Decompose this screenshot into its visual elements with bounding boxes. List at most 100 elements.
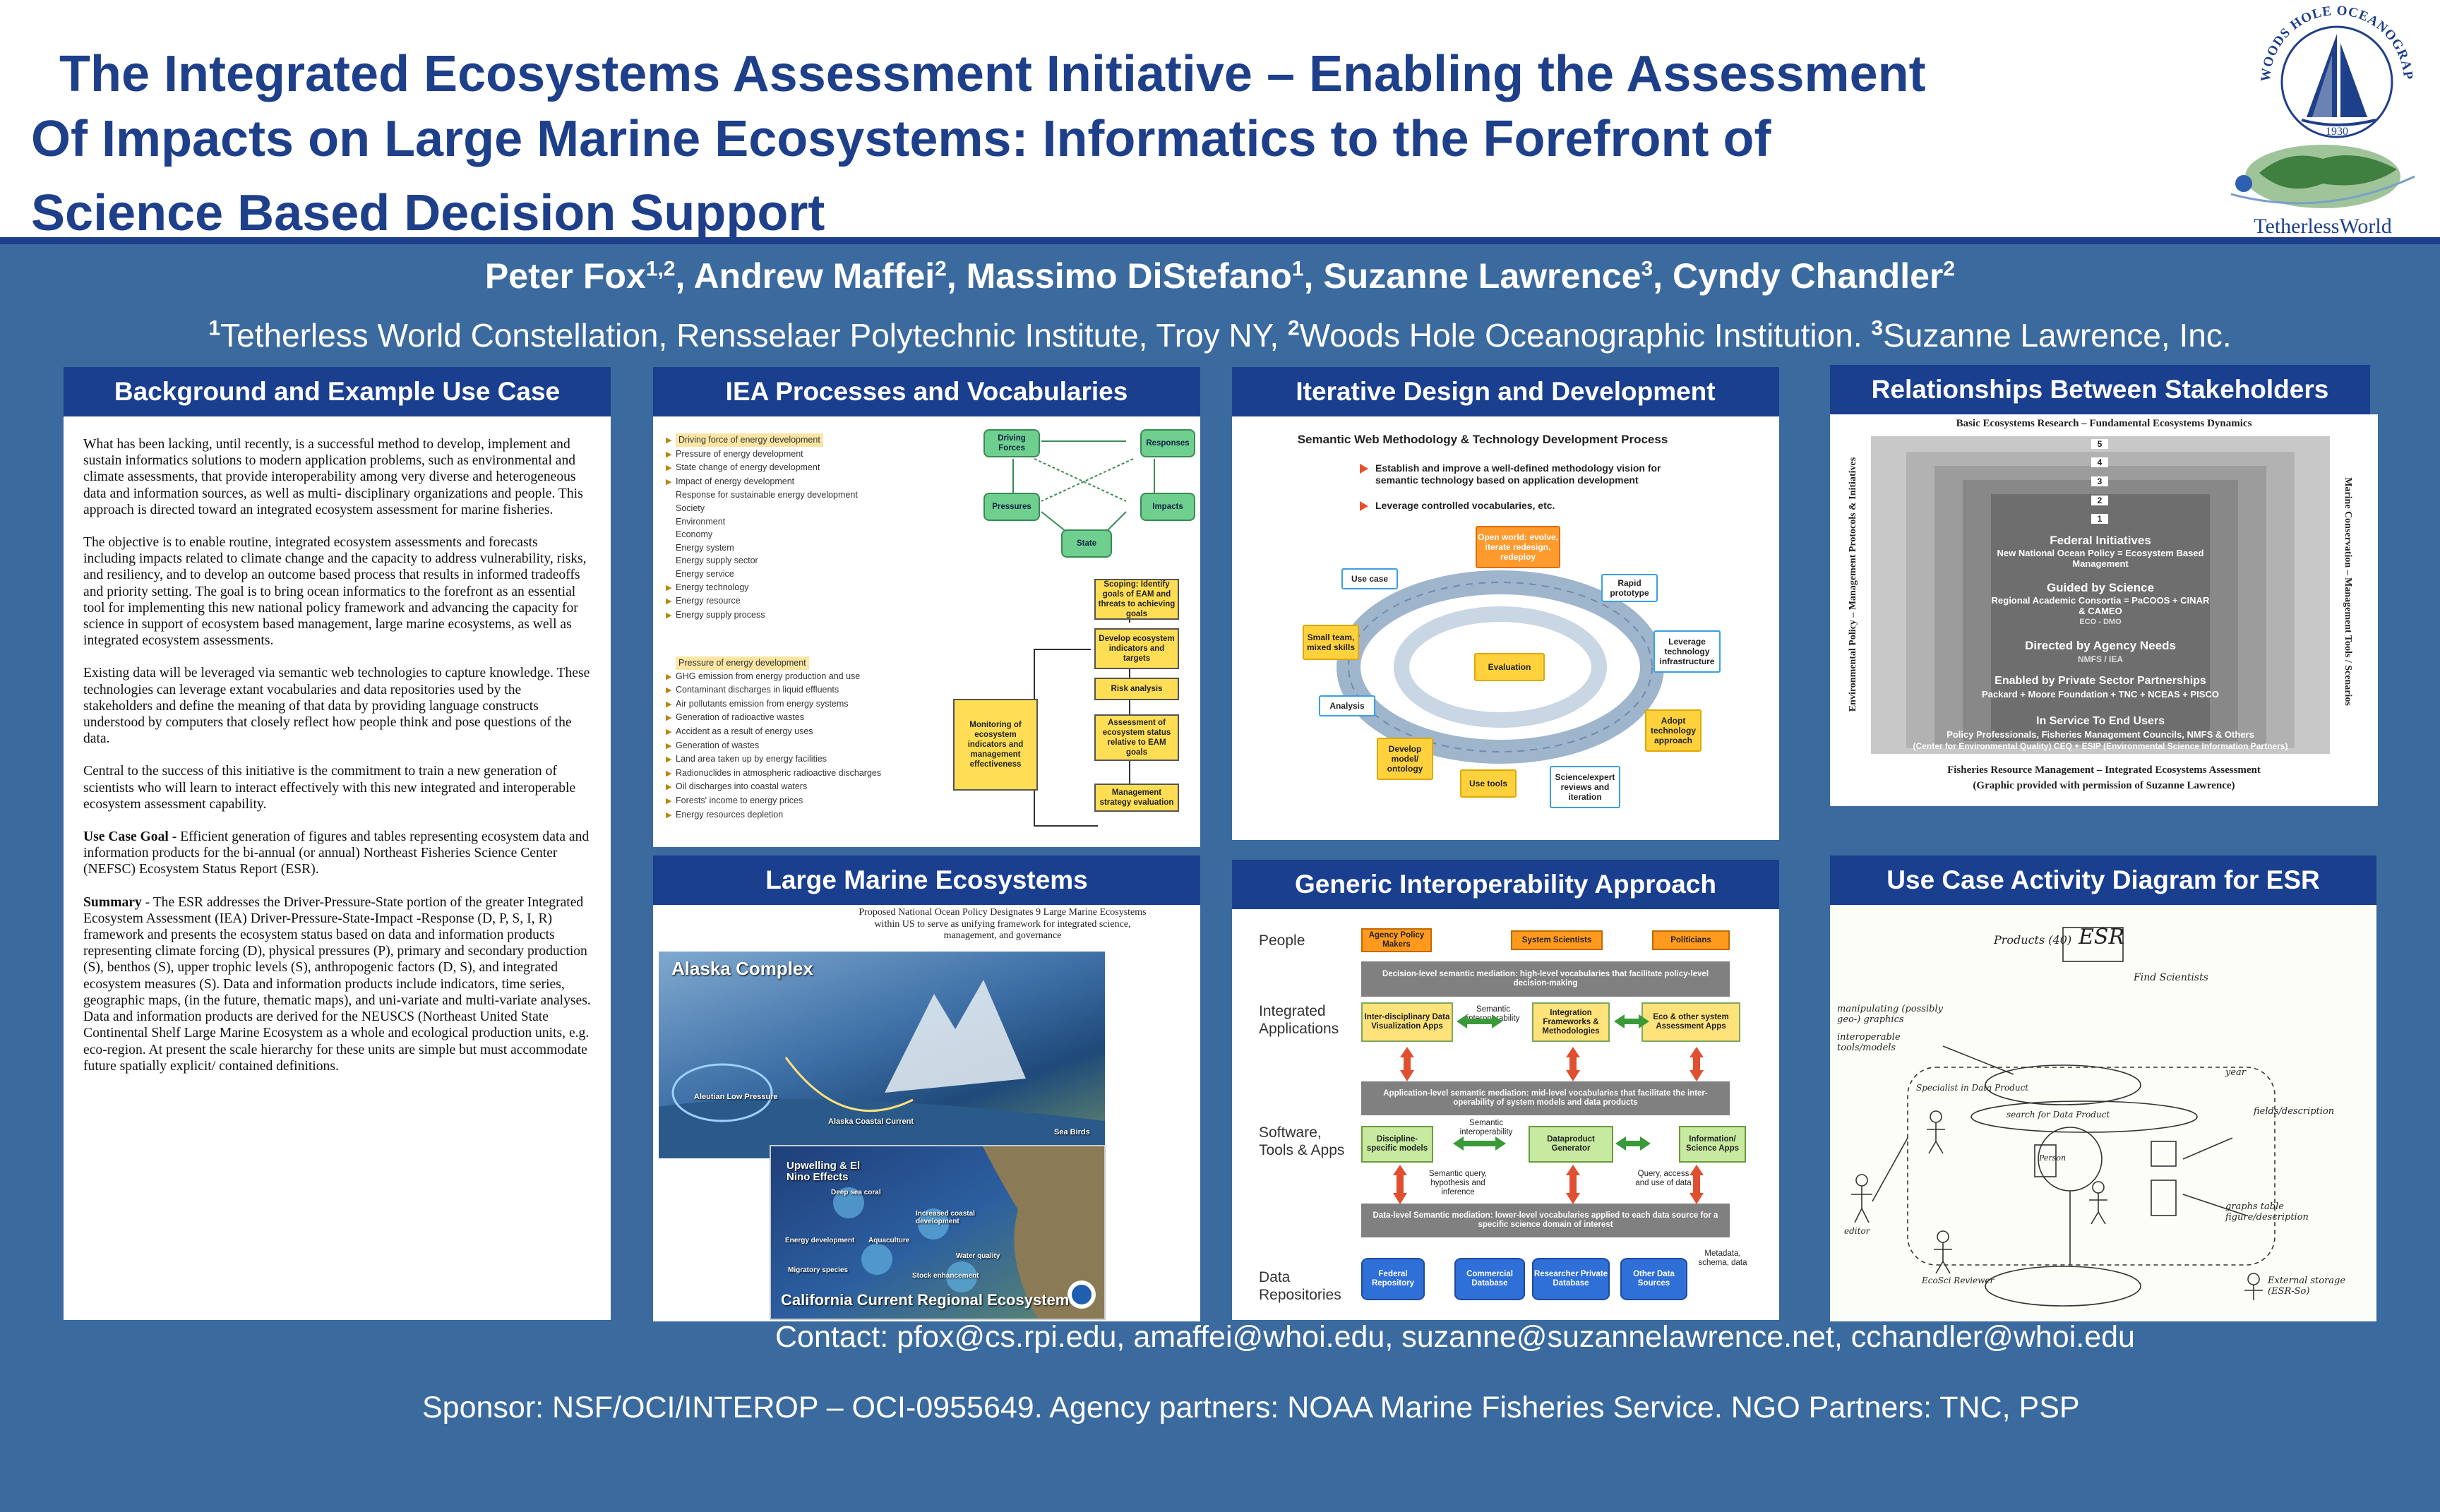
- vocab-list-1: ▶Driving force of energy development ▶Pr…: [666, 433, 858, 620]
- interop-sem-query: Semantic query, hypothesis and inference: [1428, 1170, 1488, 1196]
- usecase-search: search for Data Product: [2007, 1110, 2110, 1120]
- bg-paragraph-1: What has been lacking, until recently, i…: [83, 437, 583, 517]
- bg-paragraph-usecase: Use Case Goal - Efficient generation of …: [83, 829, 590, 877]
- interop-decision-bar: Decision-level semantic mediation: high-…: [1361, 961, 1730, 997]
- california-current-image: Upwelling & El Nino Effects Deep sea cor…: [770, 1145, 1106, 1320]
- lme-caption: Proposed National Ocean Policy Designate…: [859, 907, 1147, 941]
- interop-politicians: Politicians: [1652, 930, 1730, 950]
- flow-scoping: Scoping: Identify goals of EAM and threa…: [1094, 579, 1179, 620]
- stake-l5-sub: Policy Professionals, Fisheries Manageme…: [1946, 729, 2254, 740]
- flow-monitor: Monitoring of ecosystem indicators and m…: [953, 699, 1038, 791]
- whoi-year: 1930: [2326, 126, 2348, 138]
- interop-arrows: [1393, 1014, 1704, 1204]
- stake-l1-sub: New National Ocean Policy = Ecosystem Ba…: [1997, 548, 2204, 569]
- california-label: California Current Regional Ecosystem: [781, 1291, 1070, 1309]
- tw-name: TetherlessWorld: [2254, 215, 2391, 238]
- interop-data-level-bar: Data-level Semantic mediation: lower-lev…: [1361, 1204, 1730, 1237]
- stake-left-vertical: Environmental Policy – Management Protoc…: [1848, 457, 1858, 712]
- interop-tool-info: Information/ Science Apps: [1679, 1126, 1746, 1163]
- stake-num-2: 2: [2091, 496, 2108, 505]
- usecase-sketch: [1851, 927, 2275, 1307]
- interop-scientists: System Scientists: [1511, 930, 1603, 950]
- dpsir-driving: Driving Forces: [983, 429, 1040, 457]
- upwelling-label: Upwelling & El Nino Effects: [787, 1160, 861, 1183]
- iter-rapid: Rapid prototype: [1601, 574, 1658, 602]
- panel-header-usecase: Use Case Activity Diagram for ESR: [1830, 856, 2376, 905]
- bg-paragraph-4: Central to the success of this initiativ…: [83, 764, 576, 812]
- flow-develop: Develop ecosystem indicators and targets: [1094, 628, 1179, 669]
- lme-label-coastal-dev: Increased coastal development: [916, 1210, 975, 1225]
- bg-paragraph-2: The objective is to enable routine, inte…: [83, 535, 587, 649]
- title-line-2: Of Impacts on Large Marine Ecosystems: I…: [31, 111, 1771, 167]
- lme-label-energy: Energy development: [785, 1237, 855, 1244]
- stake-num-5: 5: [2091, 439, 2108, 449]
- row-label-data: Data Repositories: [1259, 1269, 1341, 1303]
- stake-right-vertical: Marine Conservation – Management Tools /…: [2343, 477, 2353, 706]
- iterative-title: Semantic Web Methodology & Technology De…: [1297, 433, 1668, 446]
- stake-num-1: 1: [2091, 514, 2108, 524]
- row-label-integrated: Integrated Applications: [1259, 1003, 1339, 1037]
- tetherless-world-logo: TetherlessWorld: [2217, 134, 2429, 240]
- row-label-software: Software, Tools & Apps: [1259, 1124, 1345, 1158]
- dpsir-impacts: Impacts: [1140, 493, 1195, 521]
- stake-l4-sub: Packard + Moore Foundation + TNC + NCEAS…: [1982, 689, 2219, 700]
- interop-tool-dataproduct: Dataproduct Generator: [1529, 1126, 1613, 1163]
- usecase-person: Person: [2039, 1153, 2067, 1163]
- iter-use-case: Use case: [1341, 568, 1398, 589]
- flow-mgmt: Management strategy evaluation: [1094, 784, 1179, 812]
- lme-label-migratory: Migratory species: [788, 1266, 849, 1274]
- alaska-complex-image: Alaska Complex Aleutian Low Pressure Ala…: [659, 952, 1105, 1158]
- panel-usecase: ESR Products (40) Find Scientists manipu…: [1830, 905, 2376, 1321]
- interop-metadata: Metadata, schema, data: [1698, 1249, 1747, 1267]
- iter-adopt: Adopt technology approach: [1645, 709, 1702, 752]
- iter-analysis: Analysis: [1319, 695, 1375, 716]
- iter-leverage: Leverage technology infrastructure: [1653, 630, 1721, 673]
- iterative-bullet-2: Leverage controlled vocabularies, etc.: [1360, 500, 1686, 512]
- stake-l5-sub2: (Center for Environmental Quality) CEQ +…: [1913, 741, 2288, 751]
- panel-header-iterative: Iterative Design and Development: [1232, 367, 1779, 416]
- stake-l5-title: In Service To End Users: [2036, 715, 2165, 727]
- interop-app-eco: Eco & other system Assessment Apps: [1641, 1002, 1740, 1042]
- panel-header-background: Background and Example Use Case: [64, 367, 611, 416]
- lme-label-stock: Stock enhancement: [912, 1272, 979, 1280]
- dpsir-pressures: Pressures: [983, 493, 1040, 521]
- iter-use-tools: Use tools: [1460, 769, 1517, 798]
- affiliations-line: 1Tetherless World Constellation, Renssel…: [208, 316, 2232, 354]
- usecase-external: External storage (ESR-So): [2268, 1276, 2346, 1297]
- usecase-specialist: Specialist in Data Product: [1916, 1083, 2029, 1093]
- title-line-3: Science Based Decision Support: [31, 185, 825, 241]
- interop-query: Query, access and use of data: [1635, 1170, 1692, 1187]
- interop-db-federal: Federal Repository: [1361, 1258, 1425, 1300]
- stake-l3-sub: NMFS / IEA: [2077, 654, 2123, 664]
- stake-num-4: 4: [2091, 457, 2108, 467]
- flow-risk: Risk analysis: [1094, 678, 1179, 700]
- interop-app-vis: Inter-disciplinary Data Visualization Ap…: [1361, 1002, 1453, 1042]
- stake-credit: (Graphic provided with permission of Suz…: [1973, 780, 2235, 791]
- iter-develop-ontology: Develop model/ ontology: [1377, 738, 1433, 780]
- usecase-graphs: graphs table figure/description: [2225, 1201, 2309, 1223]
- iter-evaluation: Evaluation: [1474, 653, 1545, 681]
- iterative-bullet-1: Establish and improve a well-defined met…: [1360, 462, 1686, 486]
- panel-iea: ▶Driving force of energy development ▶Pr…: [653, 416, 1200, 847]
- iter-small-team: Small team, mixed skills: [1303, 625, 1359, 660]
- panel-header-interop: Generic Interoperability Approach: [1232, 860, 1779, 909]
- sponsor-line: Sponsor: NSF/OCI/INTEROP – OCI-0955649. …: [422, 1391, 2080, 1424]
- lme-label-aleutian: Aleutian Low Pressure: [694, 1093, 778, 1101]
- panel-header-stakeholders: Relationships Between Stakeholders: [1830, 365, 2370, 414]
- stake-l2-title: Guided by Science: [2046, 581, 2155, 594]
- title-line-1: The Integrated Ecosystems Assessment Ini…: [59, 46, 1926, 102]
- iter-science: Science/expert reviews and iteration: [1550, 766, 1620, 808]
- contact-line: Contact: pfox@cs.rpi.edu, amaffei@whoi.e…: [775, 1320, 2135, 1354]
- dpsir-state: State: [1061, 529, 1112, 558]
- lme-label-water-quality: Water quality: [956, 1252, 1000, 1260]
- panel-background: What has been lacking, until recently, i…: [64, 416, 611, 1320]
- dpsir-cycle-arrows: [1012, 440, 1155, 541]
- panel-header-lme: Large Marine Ecosystems: [653, 856, 1200, 905]
- stake-l4-title: Enabled by Private Sector Partnerships: [1995, 675, 2206, 687]
- stake-top: Basic Ecosystems Research – Fundamental …: [1956, 418, 2252, 429]
- dpsir-responses: Responses: [1140, 429, 1195, 457]
- usecase-fields: fields/description: [2254, 1106, 2335, 1117]
- usecase-manip: manipulating (possibly geo-) graphics: [1837, 1004, 1943, 1025]
- flow-assess: Assessment of ecosystem status relative …: [1094, 714, 1179, 761]
- lme-label-deep-coral: Deep sea coral: [831, 1189, 881, 1196]
